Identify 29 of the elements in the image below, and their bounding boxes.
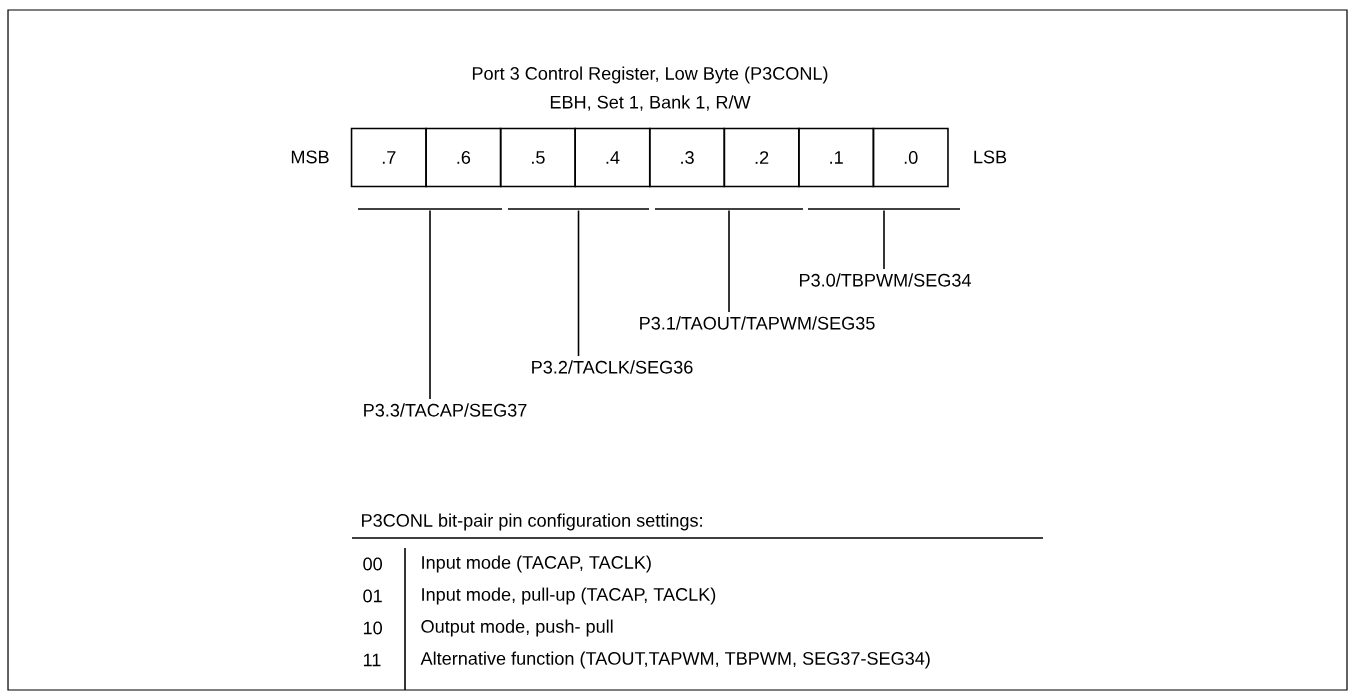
subtitle: EBH, Set 1, Bank 1, R/W [550, 95, 751, 111]
table-code: 11 [363, 653, 381, 667]
table-description: Alternative function (TAOUT,TAPWM, TBPWM, SEG37-SEG34) [420, 651, 930, 669]
bit-cell: .4 [574, 127, 651, 188]
table-code: 01 [363, 589, 382, 603]
bit-cell: .0 [872, 127, 949, 188]
bit-cell: .2 [723, 127, 800, 188]
leader-line [577, 209, 580, 357]
bit-cell: .6 [425, 127, 502, 188]
table-heading: P3CONL bit-pair pin configuration settings: [362, 513, 702, 531]
bit-cell: .3 [649, 127, 726, 188]
bit-label: MSB [291, 150, 329, 164]
pin-label: P3.1/TAOUT/TAPWM/SEG35 [640, 316, 875, 330]
table-code: 00 [363, 557, 382, 571]
bit-label: LSB [974, 150, 1007, 164]
leader-line [728, 209, 730, 313]
table-description: Input mode, pull-up (TACAP, TACLK) [422, 587, 716, 605]
bit-cell: .5 [499, 127, 576, 188]
title: Port 3 Control Register, Low Byte (P3CONL) [472, 66, 828, 84]
table-code: 10 [363, 621, 382, 635]
pin-label: P3.3/TACAP/SEG37 [364, 403, 527, 417]
bit-cell: .1 [798, 127, 875, 188]
leader-line [883, 209, 885, 270]
pin-label: P3.0/TBPWM/SEG34 [800, 273, 971, 287]
table-description: Input mode (TACAP, TACLK) [422, 555, 651, 573]
leader-line [429, 209, 431, 400]
table-description: Output mode, push- pull [421, 619, 613, 637]
bit-cell: .7 [350, 127, 427, 188]
pin-label: P3.2/TACLK/SEG36 [532, 360, 693, 374]
